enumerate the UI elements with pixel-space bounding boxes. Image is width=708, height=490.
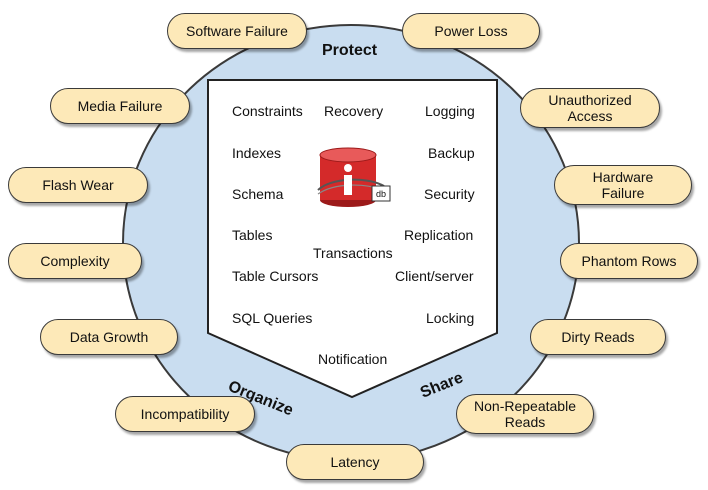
threat-software-failure: Software Failure bbox=[167, 13, 307, 49]
threat-label: Media Failure bbox=[77, 98, 163, 114]
threat-label: Non-Repeatable Reads bbox=[474, 398, 576, 430]
threat-label: Phantom Rows bbox=[581, 253, 677, 269]
threat-non-repeatable-reads: Non-Repeatable Reads bbox=[456, 394, 594, 434]
threat-power-loss: Power Loss bbox=[402, 13, 540, 49]
feature-sql-queries: SQL Queries bbox=[232, 310, 313, 326]
threat-label: Incompatibility bbox=[140, 406, 230, 422]
threat-hardware-failure: Hardware Failure bbox=[554, 165, 692, 205]
region-protect: Protect bbox=[322, 42, 378, 59]
feature-indexes: Indexes bbox=[232, 145, 282, 161]
feature-notification: Notification bbox=[318, 351, 388, 367]
threat-unauthorized-access: Unauthorized Access bbox=[520, 88, 660, 128]
feature-security: Security bbox=[424, 186, 475, 202]
threat-dirty-reads: Dirty Reads bbox=[530, 319, 666, 355]
feature-transactions: Transactions bbox=[313, 245, 393, 261]
feature-locking: Locking bbox=[426, 310, 475, 326]
threat-media-failure: Media Failure bbox=[50, 88, 190, 124]
feature-replication: Replication bbox=[404, 227, 474, 243]
logo-badge: db bbox=[376, 189, 386, 199]
feature-constraints: Constraints bbox=[232, 103, 303, 119]
feature-schema: Schema bbox=[232, 186, 284, 202]
threat-label: Hardware Failure bbox=[592, 169, 654, 201]
threat-label: Complexity bbox=[40, 253, 110, 269]
threat-data-growth: Data Growth bbox=[40, 319, 178, 355]
feature-backup: Backup bbox=[428, 145, 475, 161]
threat-label: Power Loss bbox=[434, 23, 508, 39]
threat-label: Flash Wear bbox=[42, 177, 114, 193]
database-logo-icon: db bbox=[317, 147, 391, 207]
feature-tables: Tables bbox=[232, 227, 273, 243]
shield-shape bbox=[207, 79, 498, 399]
threat-label: Unauthorized Access bbox=[548, 92, 632, 124]
feature-table-cursors: Table Cursors bbox=[232, 268, 319, 284]
threat-label: Data Growth bbox=[69, 329, 149, 345]
feature-client-server: Client/server bbox=[395, 268, 474, 284]
threat-flash-wear: Flash Wear bbox=[8, 167, 148, 203]
threat-complexity: Complexity bbox=[8, 243, 142, 279]
feature-recovery: Recovery bbox=[324, 103, 384, 119]
feature-logging: Logging bbox=[425, 103, 475, 119]
threat-label: Software Failure bbox=[186, 23, 288, 39]
threat-phantom-rows: Phantom Rows bbox=[560, 243, 698, 279]
threat-label: Dirty Reads bbox=[561, 329, 635, 345]
threat-latency: Latency bbox=[286, 444, 424, 480]
threat-incompatibility: Incompatibility bbox=[115, 396, 255, 432]
threat-label: Latency bbox=[330, 454, 380, 470]
